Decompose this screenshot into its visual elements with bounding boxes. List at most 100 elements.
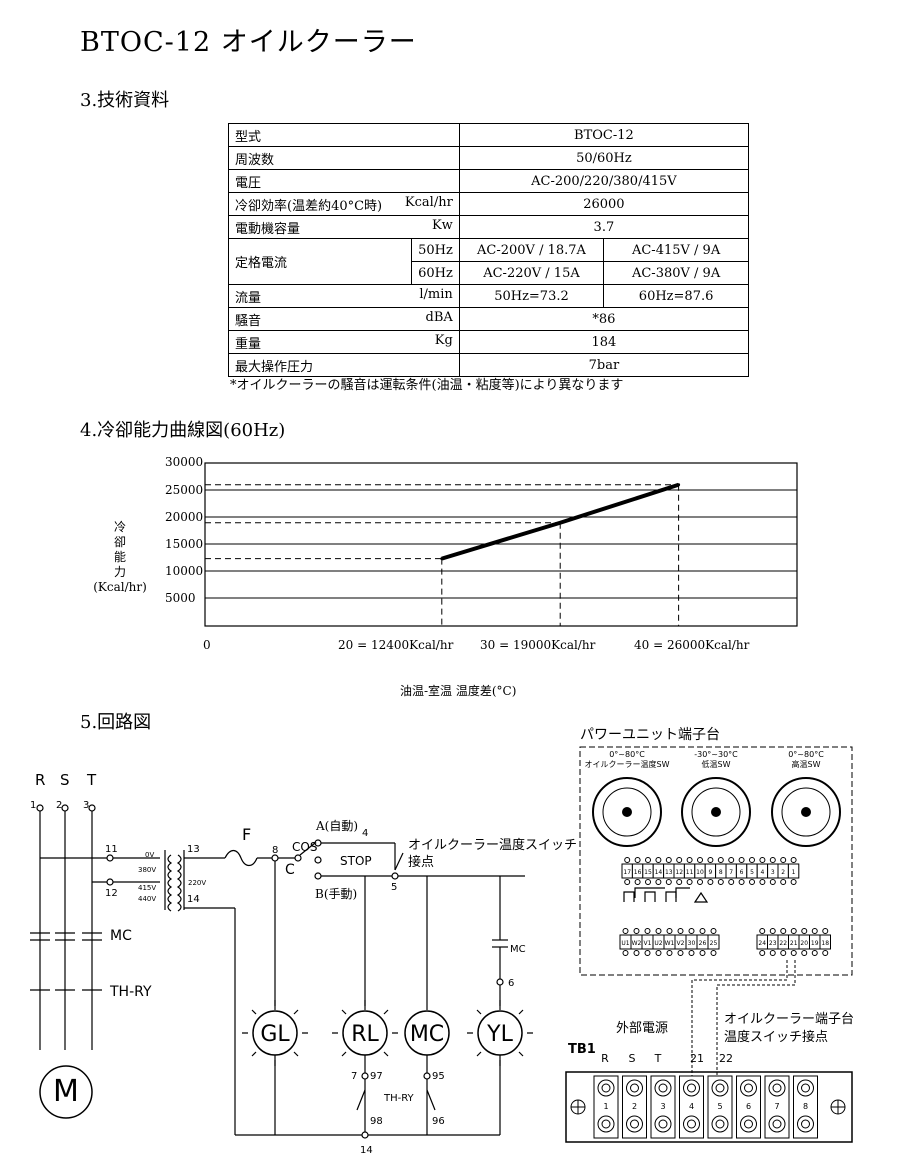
ylabel-line: (Kcal/hr) bbox=[93, 580, 147, 594]
terminal-screw bbox=[697, 857, 703, 863]
table-cell: 3.7 bbox=[458, 215, 750, 239]
tb1-screw-head bbox=[772, 1119, 782, 1129]
tb1-screw-head bbox=[744, 1119, 753, 1129]
terminal-screw bbox=[769, 928, 776, 934]
ytick-label: 15000 bbox=[165, 537, 204, 551]
terminal-screw bbox=[707, 857, 714, 863]
cooling-label: 冷卻効率(温差約40°C時) bbox=[235, 198, 383, 214]
temp-dial-3 bbox=[771, 777, 841, 847]
terminal-screw bbox=[677, 928, 684, 934]
mc-label: MC bbox=[110, 928, 132, 944]
auto-label: A(自動) bbox=[315, 819, 358, 833]
tap-label: 0V bbox=[145, 851, 154, 859]
terminal-number: 30 bbox=[688, 940, 696, 947]
dial-labels: 0°~80°C オイルクーラー温度SW -30°~30°C 低温SW 0°~80… bbox=[585, 750, 825, 769]
tb-top-label: S bbox=[629, 1052, 636, 1065]
terminal-label: 97 bbox=[370, 1071, 383, 1082]
terminal-screw bbox=[697, 879, 703, 885]
chart-gridlines bbox=[205, 489, 797, 599]
tb1-screw-head bbox=[801, 1083, 810, 1093]
flow-label: 流量 bbox=[235, 290, 262, 306]
terminal-label: 7 bbox=[351, 1071, 357, 1082]
tb1-screw bbox=[597, 1079, 615, 1097]
table-row: 定格電流 50Hz AC-200V / 18.7A AC-415V / 9A bbox=[227, 238, 749, 285]
terminal-panel-border bbox=[579, 746, 853, 976]
circuit-mid-labels: MC TH-RY F C COS STOP bbox=[109, 825, 372, 1000]
terminal-screw bbox=[655, 950, 662, 956]
table-cell: AC-380V / 9A bbox=[603, 261, 749, 285]
terminal-number: 21 bbox=[790, 940, 798, 947]
terminal-screw bbox=[644, 950, 651, 956]
ytick-label: 5000 bbox=[165, 591, 196, 605]
ytick-label: 30000 bbox=[165, 455, 204, 469]
xtick-label: 20 = 12400Kcal/hr bbox=[338, 638, 454, 652]
terminal-number: 2 bbox=[781, 869, 785, 876]
terminal-number: 9 bbox=[708, 869, 712, 876]
table-cell: *86 bbox=[458, 307, 750, 331]
tb-top-label: 21 bbox=[690, 1052, 704, 1065]
table-cell: 定格電流 bbox=[227, 238, 413, 285]
terminal-number: 18 bbox=[821, 940, 829, 947]
ytick-label: 25000 bbox=[165, 483, 204, 497]
chart-xlabel: 油温-室温 温度差(°C) bbox=[400, 684, 517, 698]
terminal-screw bbox=[688, 950, 695, 956]
cooling-unit: Kcal/hr bbox=[404, 194, 453, 210]
dial-range: 0°~80°C bbox=[609, 750, 645, 759]
terminal-screw bbox=[686, 857, 693, 863]
gl-label: GL bbox=[260, 1022, 290, 1047]
terminal-screw bbox=[780, 950, 787, 956]
table-row: 電圧 AC-200/220/380/415V bbox=[228, 169, 750, 193]
weight-label: 重量 bbox=[235, 336, 262, 352]
terminal-screw bbox=[645, 879, 651, 885]
temp-switch-label: 接点 bbox=[408, 854, 434, 870]
table-row: 60Hz AC-220V / 15A AC-380V / 9A bbox=[229, 261, 749, 285]
terminal-screw bbox=[769, 950, 776, 956]
motor-unit: Kw bbox=[431, 217, 453, 233]
terminal-screw bbox=[717, 879, 724, 885]
ylabel-line: 能 bbox=[113, 550, 126, 564]
terminal-label: 98 bbox=[370, 1116, 383, 1127]
table-row: 最大操作圧力 7bar bbox=[228, 353, 750, 377]
oc-terminal-label: 温度スイッチ接点 bbox=[724, 1029, 828, 1045]
table-cell: 60Hz bbox=[411, 261, 460, 285]
terminal-number: V1 bbox=[644, 940, 652, 947]
thry-label: TH-RY bbox=[109, 984, 152, 1000]
terminal-screw bbox=[699, 928, 706, 934]
thry-contact-label: TH-RY bbox=[383, 1093, 415, 1104]
tb1-screw-head bbox=[601, 1119, 611, 1129]
terminal-number: 15 bbox=[644, 869, 652, 876]
terminal-title: パワーユニット端子台 bbox=[580, 727, 720, 743]
terminal-screw bbox=[666, 950, 673, 956]
spec-heading: 3.技術資料 bbox=[80, 90, 170, 111]
tap-label: 440V bbox=[138, 895, 156, 903]
terminal-label: 3 bbox=[83, 800, 89, 811]
terminal-number: 11 bbox=[686, 869, 694, 876]
terminal-number: 8 bbox=[719, 869, 723, 876]
c-label: C bbox=[285, 862, 295, 878]
terminal-cell bbox=[819, 934, 831, 950]
terminal-screw bbox=[665, 857, 672, 863]
tb-top-label: 22 bbox=[719, 1052, 733, 1065]
tb1-number: 1 bbox=[603, 1102, 608, 1111]
terminal-screw bbox=[759, 950, 766, 956]
tb1-screw-head bbox=[801, 1119, 810, 1129]
terminal-number: 16 bbox=[634, 869, 642, 876]
tb1-label: TB1 bbox=[568, 1042, 596, 1057]
terminal-screw bbox=[811, 950, 818, 956]
table-cell: 60Hz=87.6 bbox=[603, 284, 749, 308]
circuit-heading: 5.回路図 bbox=[80, 712, 152, 733]
tb1-screw bbox=[683, 1079, 700, 1097]
terminal-label: 5 bbox=[391, 882, 397, 893]
tb1-screw-head bbox=[715, 1083, 725, 1093]
table-cell: 最大操作圧力 bbox=[228, 353, 460, 377]
tb-top-labels: R S T 21 22 bbox=[601, 1052, 733, 1065]
terminal-screw bbox=[780, 857, 787, 863]
terminal-number: 26 bbox=[699, 940, 707, 947]
